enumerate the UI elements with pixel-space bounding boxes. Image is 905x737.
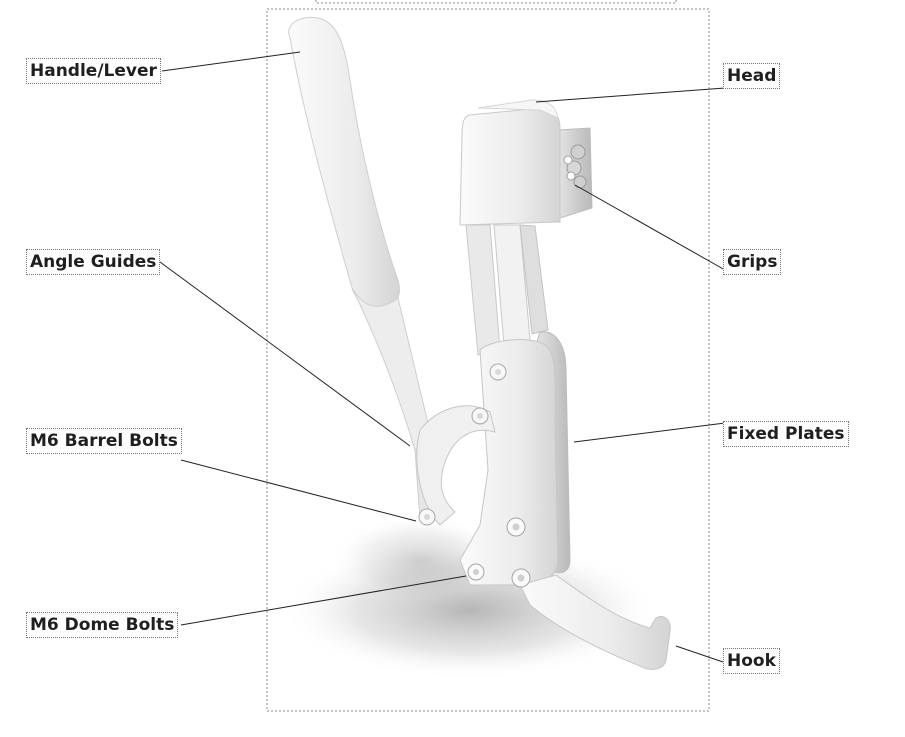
label-hook: Hook xyxy=(723,648,780,674)
leader-grips xyxy=(574,184,726,271)
grips xyxy=(563,144,587,189)
label-m6-dome-bolts: M6 Dome Bolts xyxy=(26,612,179,638)
floor-shadow-inner xyxy=(330,515,510,605)
leader-fixed-plates xyxy=(573,422,726,443)
top-frame xyxy=(315,0,677,4)
barrel-bolts xyxy=(418,363,507,526)
leader-barrel-bolts xyxy=(180,459,417,522)
label-grips: Grips xyxy=(723,249,782,275)
jaw-arms xyxy=(465,224,549,356)
label-head: Head xyxy=(723,63,781,89)
leader-lines xyxy=(159,51,726,663)
leader-hook xyxy=(675,645,724,663)
label-m6-barrel-bolts: M6 Barrel Bolts xyxy=(26,428,182,454)
render-frame xyxy=(266,8,710,712)
leader-head xyxy=(535,87,726,103)
leader-angle-guides xyxy=(159,261,411,447)
label-handle-lever: Handle/Lever xyxy=(26,58,161,84)
dome-bolts xyxy=(467,517,531,588)
fixed-plates xyxy=(459,331,571,586)
label-fixed-plates: Fixed Plates xyxy=(723,421,849,447)
hook xyxy=(519,574,671,670)
leader-handle xyxy=(161,51,301,72)
leader-dome-bolts xyxy=(180,575,467,626)
label-angle-guides: Angle Guides xyxy=(26,249,161,275)
angle-guides xyxy=(416,405,496,526)
head xyxy=(459,99,593,226)
